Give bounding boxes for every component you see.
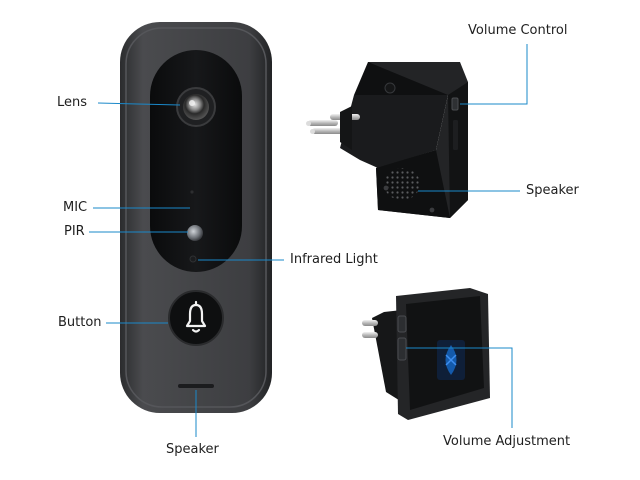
mic-hole bbox=[190, 190, 194, 194]
label-infrared-light: Infrared Light bbox=[290, 252, 378, 267]
label-mic: MIC bbox=[63, 200, 88, 215]
volume-control-button bbox=[451, 97, 459, 111]
label-button: Button bbox=[58, 315, 102, 330]
label-lens: Lens bbox=[57, 95, 88, 110]
label-speaker-chime: Speaker bbox=[526, 183, 579, 198]
camera-window bbox=[150, 50, 242, 272]
eu-plug-icon bbox=[306, 106, 360, 150]
speaker-slot bbox=[178, 384, 214, 388]
volume-adjustment-button bbox=[397, 337, 407, 361]
label-speaker-doorbell: Speaker bbox=[166, 442, 219, 457]
leader-lines bbox=[89, 44, 528, 437]
chime-receiver-top bbox=[306, 62, 468, 218]
doorbell-button bbox=[168, 290, 224, 346]
bell-icon bbox=[185, 300, 207, 333]
label-volume-control: Volume Control bbox=[468, 23, 568, 38]
chime-receiver-bottom bbox=[362, 288, 490, 420]
pir-sensor bbox=[187, 225, 203, 241]
label-pir: PIR bbox=[64, 224, 85, 239]
doorbell-unit bbox=[120, 22, 272, 413]
lens-icon bbox=[183, 94, 209, 120]
leader-lens bbox=[97, 102, 181, 106]
speaker-grille bbox=[384, 168, 420, 200]
infrared-led bbox=[189, 255, 197, 263]
leader-volume-adjustment bbox=[406, 347, 513, 428]
leader-volume-control bbox=[460, 44, 528, 105]
label-volume-adjustment: Volume Adjustment bbox=[443, 434, 571, 449]
